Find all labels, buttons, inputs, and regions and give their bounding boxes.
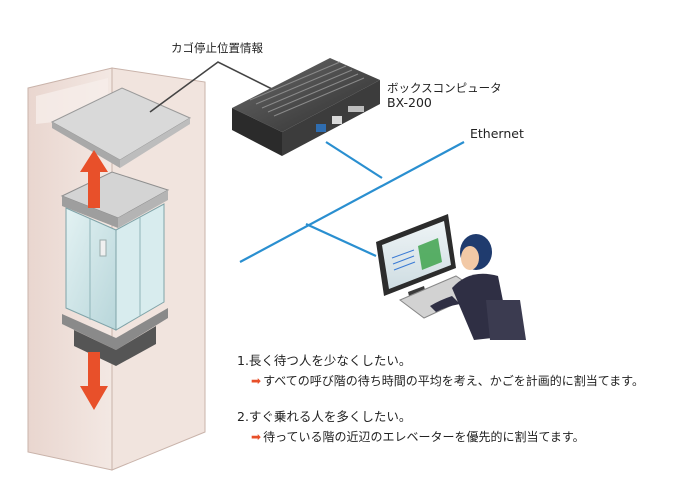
point-2-detail-row: ➡待っている階の近辺のエレベーターを優先的に割当てます。 — [251, 428, 585, 445]
box-computer — [232, 58, 380, 156]
point-1-detail: すべての呼び階の待ち時間の平均を考え、かごを計画的に割当てます。 — [263, 374, 644, 388]
ethernet-label: Ethernet — [470, 126, 524, 141]
operator-workstation — [376, 214, 526, 340]
down-arrow-icon — [80, 352, 108, 410]
shaft-top-plate — [50, 87, 192, 168]
point-1-detail-row: ➡すべての呼び階の待ち時間の平均を考え、かごを計画的に割当てます。 — [251, 372, 644, 389]
point-1-title: 1.長く待つ人を少なくしたい。 — [237, 353, 412, 368]
point-2-title: 2.すぐ乗れる人を多くしたい。 — [237, 409, 412, 424]
point-2-detail: 待っている階の近辺のエレベーターを優先的に割当てます。 — [263, 430, 585, 444]
car-position-line — [149, 61, 279, 113]
right-arrow-icon: ➡ — [251, 430, 262, 444]
ethernet-network — [239, 141, 465, 263]
car-position-label: カゴ停止位置情報 — [171, 41, 263, 55]
up-arrow-icon — [80, 150, 108, 208]
box-computer-model: BX-200 — [387, 95, 432, 110]
right-arrow-icon: ➡ — [251, 374, 262, 388]
box-computer-label: ボックスコンピュータ — [387, 81, 502, 95]
